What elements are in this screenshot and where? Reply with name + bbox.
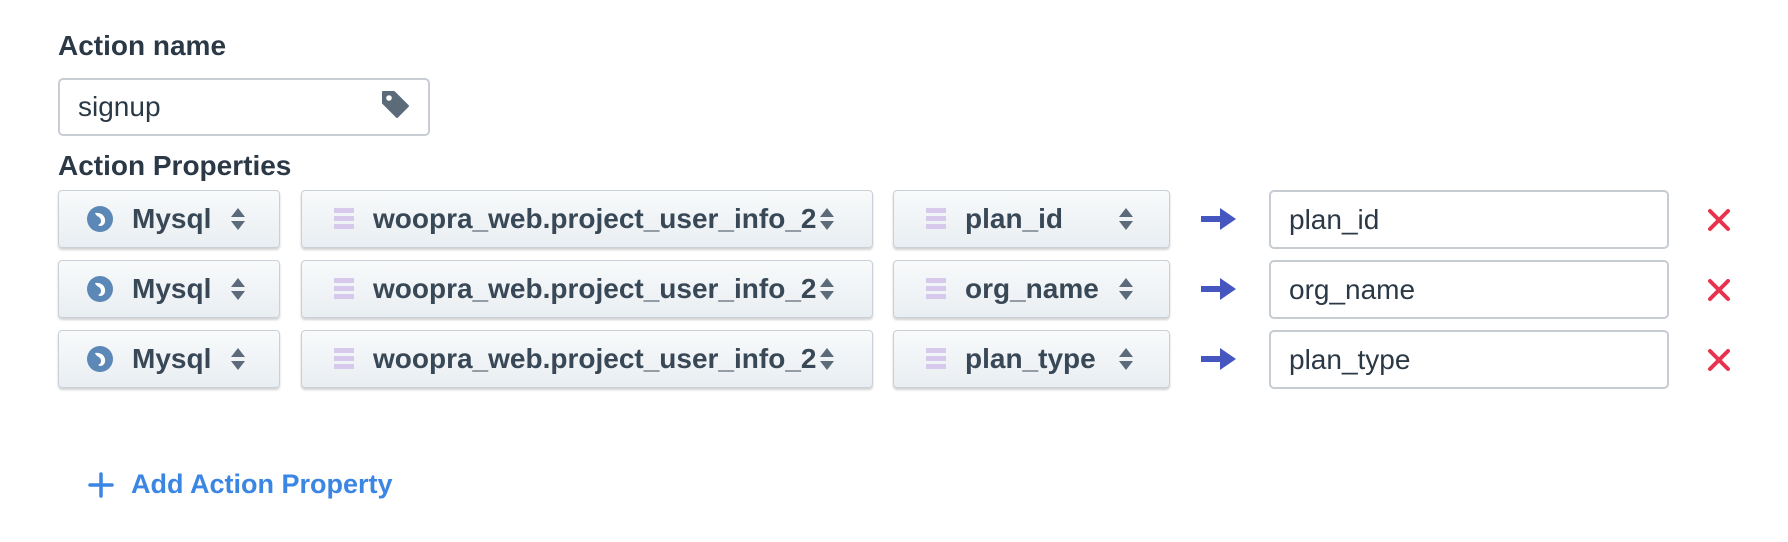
column-select-label: plan_type bbox=[965, 343, 1096, 374]
property-name-value: plan_id bbox=[1289, 203, 1380, 235]
property-name-input[interactable]: plan_id bbox=[1269, 190, 1669, 249]
sort-caret-icon bbox=[816, 207, 838, 231]
action-name-label: Action name bbox=[58, 30, 227, 61]
arrow-right-icon bbox=[1201, 208, 1236, 230]
column-select-label: org_name bbox=[965, 273, 1099, 304]
column-icon bbox=[926, 348, 946, 370]
source-select[interactable]: Mysql bbox=[58, 190, 280, 248]
action-properties-label: Action Properties bbox=[58, 150, 292, 181]
add-action-property-button[interactable]: Add Action Property bbox=[88, 469, 393, 500]
table-select-label: woopra_web.project_user_info_2 bbox=[373, 273, 817, 304]
table-select[interactable]: woopra_web.project_user_info_2 bbox=[301, 330, 873, 388]
table-icon bbox=[334, 278, 354, 300]
property-name-input[interactable]: org_name bbox=[1269, 260, 1669, 319]
table-select-label: woopra_web.project_user_info_2 bbox=[373, 203, 817, 234]
property-row: Mysql woopra_web.project_user_info_2 org… bbox=[58, 260, 1758, 320]
source-select-label: Mysql bbox=[132, 343, 212, 374]
column-select-label: plan_id bbox=[965, 203, 1064, 234]
remove-property-icon[interactable] bbox=[1707, 208, 1731, 232]
mysql-icon bbox=[86, 205, 114, 233]
remove-property-icon[interactable] bbox=[1707, 348, 1731, 372]
sort-caret-icon bbox=[227, 347, 249, 371]
action-name-value: signup bbox=[78, 91, 161, 122]
sort-caret-icon bbox=[816, 347, 838, 371]
sort-caret-icon bbox=[1115, 207, 1137, 231]
tag-icon bbox=[380, 89, 410, 126]
sort-caret-icon bbox=[227, 277, 249, 301]
mysql-icon bbox=[86, 275, 114, 303]
table-select-label: woopra_web.project_user_info_2 bbox=[373, 343, 817, 374]
property-name-value: plan_type bbox=[1289, 343, 1411, 375]
source-select-label: Mysql bbox=[132, 273, 212, 304]
sort-caret-icon bbox=[227, 207, 249, 231]
column-select[interactable]: org_name bbox=[893, 260, 1170, 318]
source-select-label: Mysql bbox=[132, 203, 212, 234]
property-name-value: org_name bbox=[1289, 273, 1416, 305]
table-icon bbox=[334, 208, 354, 230]
column-icon bbox=[926, 208, 946, 230]
table-select[interactable]: woopra_web.project_user_info_2 bbox=[301, 260, 873, 318]
action-name-input[interactable]: signup bbox=[58, 78, 430, 136]
arrow-right-icon bbox=[1201, 348, 1236, 370]
column-select[interactable]: plan_type bbox=[893, 330, 1170, 388]
source-select[interactable]: Mysql bbox=[58, 330, 280, 388]
sort-caret-icon bbox=[816, 277, 838, 301]
arrow-right-icon bbox=[1201, 278, 1236, 300]
table-icon bbox=[334, 348, 354, 370]
remove-property-icon[interactable] bbox=[1707, 278, 1731, 302]
column-icon bbox=[926, 278, 946, 300]
table-select[interactable]: woopra_web.project_user_info_2 bbox=[301, 190, 873, 248]
property-row: Mysql woopra_web.project_user_info_2 pla… bbox=[58, 330, 1758, 390]
property-name-input[interactable]: plan_type bbox=[1269, 330, 1669, 389]
mysql-icon bbox=[86, 345, 114, 373]
plus-icon bbox=[88, 471, 114, 498]
property-row: Mysql woopra_web.project_user_info_2 pla… bbox=[58, 190, 1758, 250]
column-select[interactable]: plan_id bbox=[893, 190, 1170, 248]
add-action-property-label: Add Action Property bbox=[131, 469, 393, 499]
source-select[interactable]: Mysql bbox=[58, 260, 280, 318]
sort-caret-icon bbox=[1115, 277, 1137, 301]
sort-caret-icon bbox=[1115, 347, 1137, 371]
